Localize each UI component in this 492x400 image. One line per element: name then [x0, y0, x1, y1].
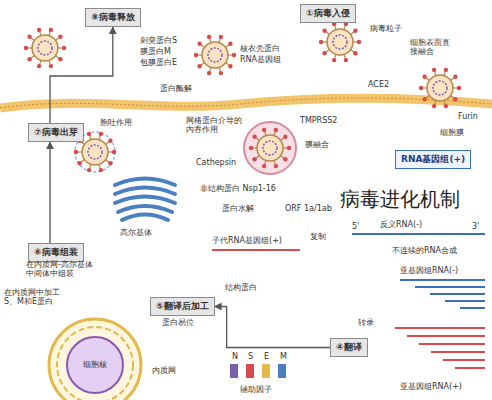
part-label: 非结构蛋白 Nsp1-16 [200, 184, 276, 193]
part-label: 5' [352, 222, 359, 231]
part-label: S [248, 352, 253, 361]
flow-arrow [49, 142, 50, 243]
part-label: Cathepsin [196, 158, 236, 167]
part-label: ACE2 [368, 80, 389, 89]
part-label: 亚基因组RNA(+) [400, 382, 462, 391]
step-box: ①病毒入侵 [300, 4, 356, 23]
step-box: ⑤翻译后加工 [150, 297, 215, 316]
part-label: 细胞核 [83, 360, 107, 369]
part-label: 内质网 [152, 366, 176, 375]
part-label: 结构蛋白 [225, 283, 257, 292]
part-label: 在内质网-高尔基体中间体中组装 [26, 260, 98, 278]
part-label: TMPRSS2 [300, 116, 337, 125]
part-label: 高尔基体 [120, 228, 152, 237]
part-label: 细胞膜 [440, 128, 464, 137]
part-label: 核衣壳蛋白 [240, 44, 280, 53]
part-label: M [280, 352, 287, 361]
part-label: 蛋白水解 [222, 204, 254, 213]
step-title: ⑥病毒组装 [34, 246, 78, 259]
part-label: 子代RNA基因组(+) [212, 236, 282, 245]
flow-arrow [50, 27, 113, 123]
part-label: 细胞表面直接融合 [410, 38, 450, 56]
part-label: 3' [472, 222, 479, 231]
part-label: 包膜蛋白E [140, 58, 177, 67]
part-label: 转录 [358, 318, 374, 327]
part-label: 刺突蛋白S [140, 36, 177, 45]
watermark: 病毒进化机制 [340, 188, 460, 211]
genome-box: RNA基因组(+) [395, 150, 471, 169]
step-title: ⑧病毒释放 [91, 11, 135, 24]
step-box: ④翻译 [330, 338, 368, 357]
part-label: Furin [458, 112, 478, 121]
part-label: 复制 [310, 232, 326, 241]
step-box: ⑦病毒出芽 [28, 123, 84, 142]
step-title: ④翻译 [336, 341, 362, 354]
step-box: ⑥病毒组装 [28, 243, 84, 262]
step-title: ⑤翻译后加工 [156, 300, 209, 313]
part-label: 网格蛋白介导的内吞作用 [186, 116, 242, 134]
part-label: 蛋白酶解 [160, 84, 192, 93]
part-label: 蛋白易位 [162, 318, 194, 327]
part-label: 病毒粒子 [370, 24, 402, 33]
part-label: 胞吐作用 [100, 118, 132, 127]
part-label: 膜蛋白M [140, 47, 171, 56]
flow-arrow [215, 307, 330, 348]
part-label: 亚基因组RNA(-) [400, 266, 458, 275]
part-label: 不连续的RNA合成 [392, 246, 457, 255]
step-box: ⑧病毒释放 [85, 8, 141, 27]
part-label: 辅助因子 [240, 385, 272, 394]
part-label: E [264, 352, 269, 361]
part-label: 反义RNA(-) [380, 220, 422, 229]
part-label: ORF 1a/1ab [285, 204, 332, 213]
step-title: ⑦病毒出芽 [34, 126, 78, 139]
part-label: N [232, 352, 238, 361]
part-label: RNA基因组 [240, 55, 281, 64]
part-label: 膜融合 [305, 140, 329, 149]
step-title: ①病毒入侵 [306, 7, 350, 20]
step-title: RNA基因组(+) [401, 153, 465, 166]
part-label: 在内质网中加工S、M和E蛋白 [4, 288, 66, 306]
